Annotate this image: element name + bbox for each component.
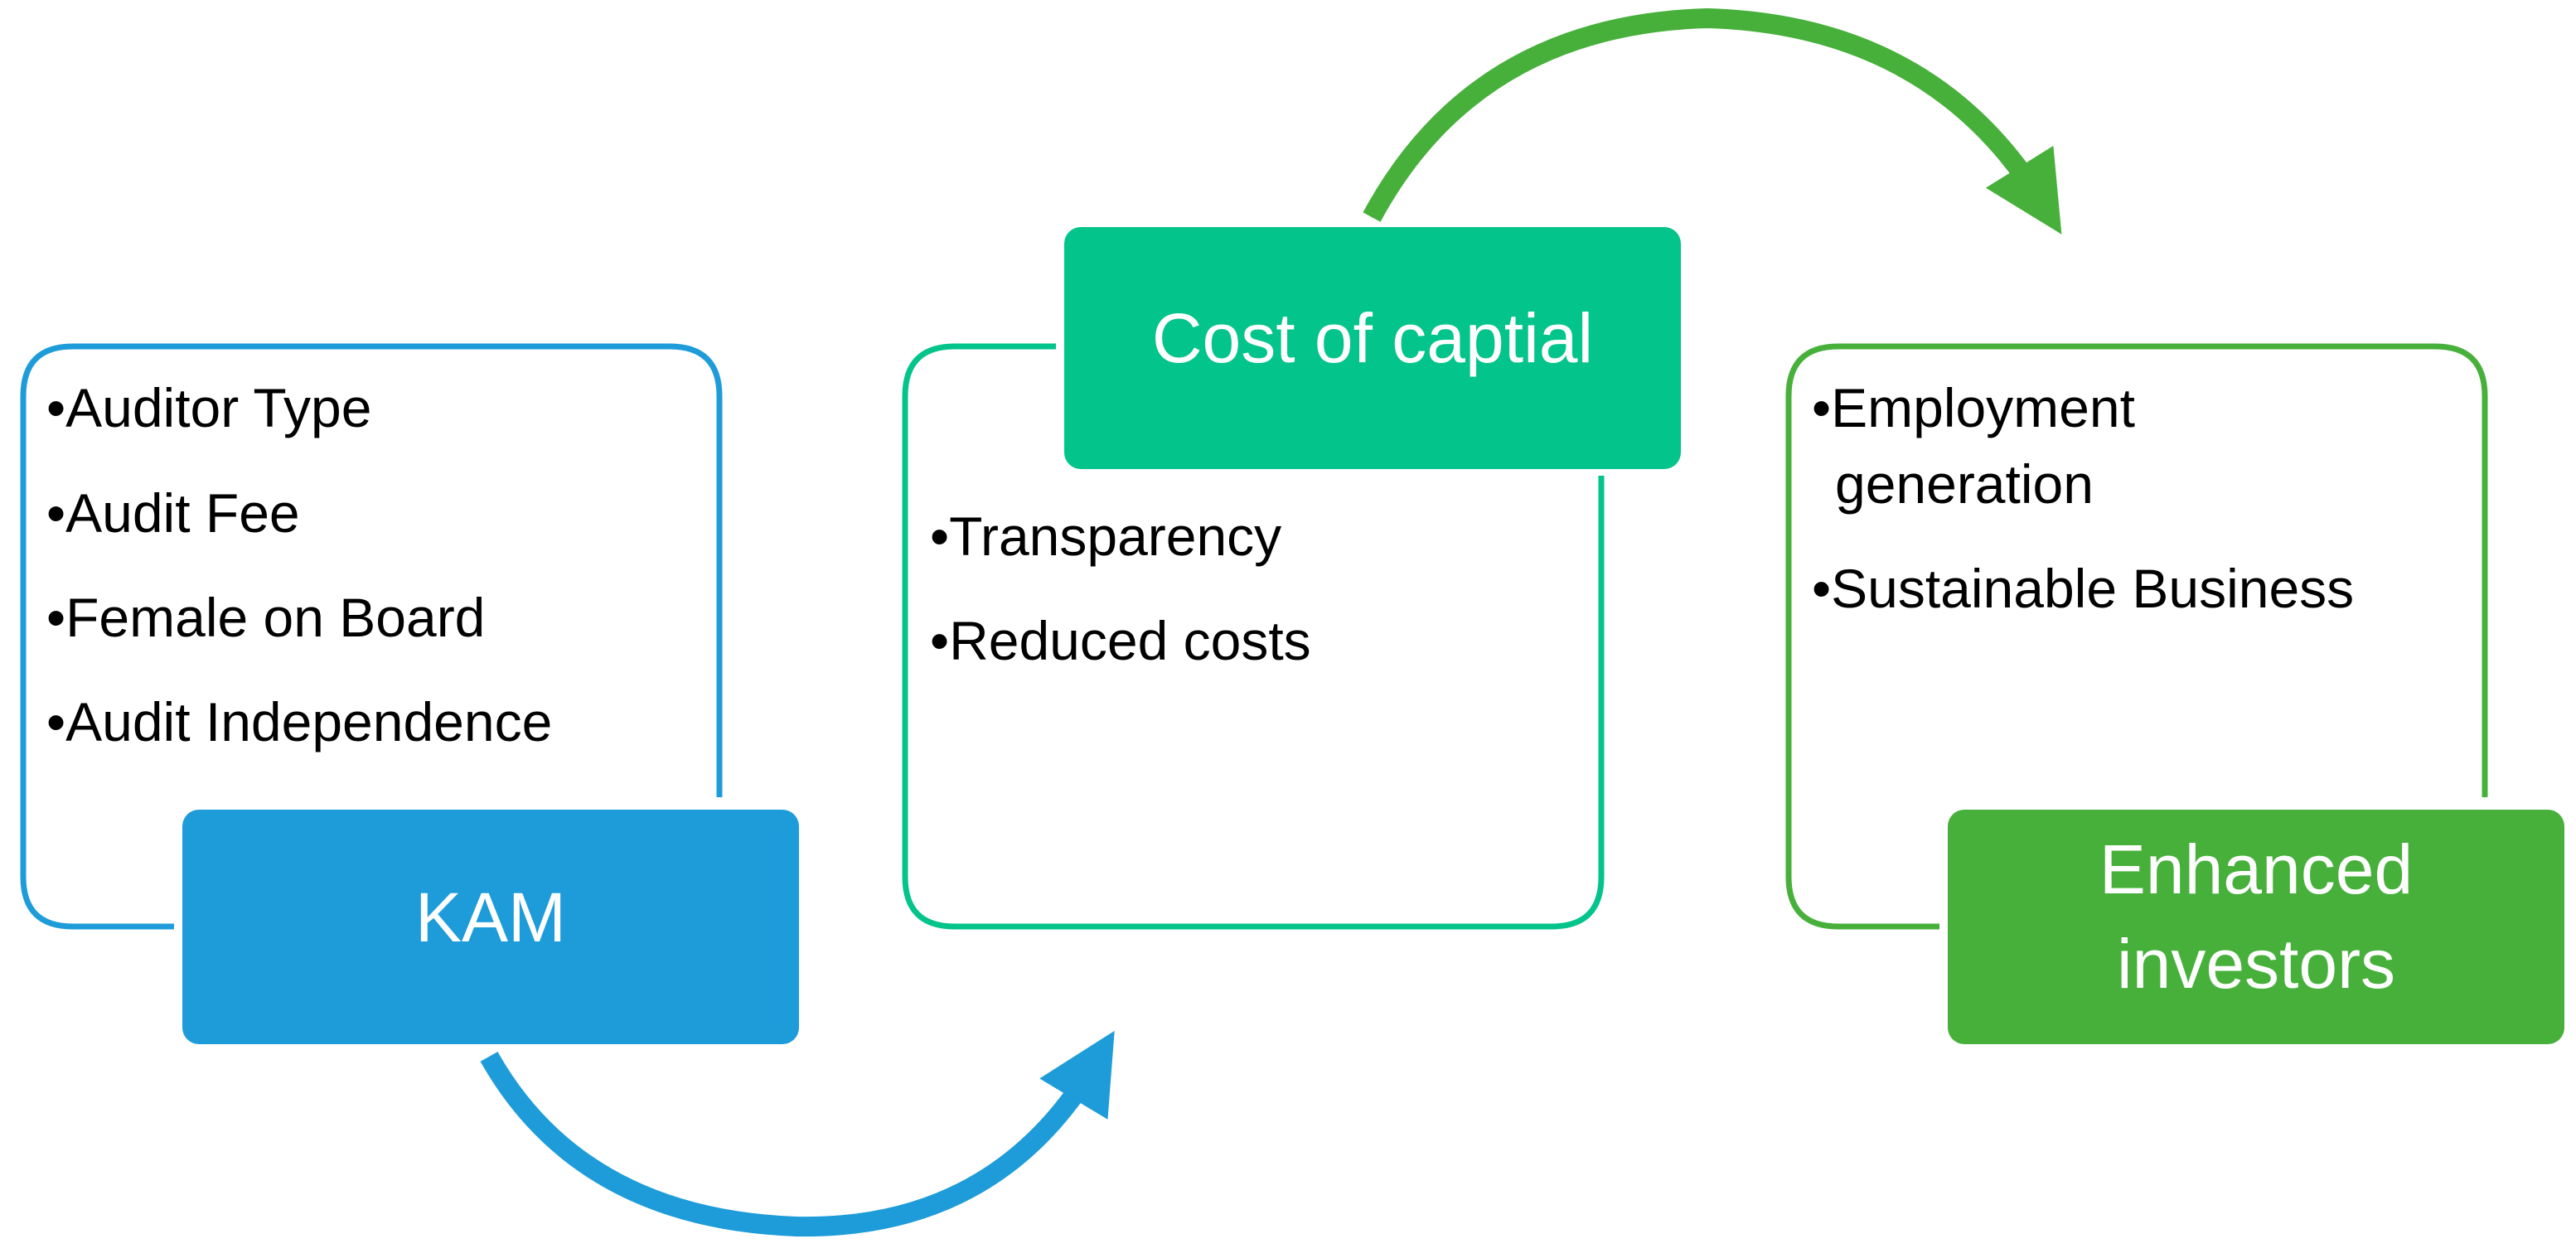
enhanced-tab-box xyxy=(1948,810,2564,1044)
bullet-item: •Female on Board xyxy=(46,587,485,648)
kam-bullet-list: •Auditor Type •Audit Fee •Female on Boar… xyxy=(46,377,552,752)
bullet-item: •Audit Independence xyxy=(46,691,552,752)
kam-tab-label: KAM xyxy=(415,878,566,956)
bullet-item: •Transparency xyxy=(930,506,1281,567)
cost-outline-box xyxy=(902,343,1605,930)
stage-kam: •Auditor Type •Audit Fee •Female on Boar… xyxy=(20,343,799,1044)
bullet-item-continuation: generation xyxy=(1835,453,2094,515)
bullet-item: •Sustainable Business xyxy=(1812,558,2354,619)
enhanced-tab-label-line-2: investors xyxy=(2117,925,2395,1003)
cost-bullet-list: •Transparency •Reduced costs xyxy=(930,506,1311,671)
kam-outline-box xyxy=(20,343,723,930)
connector-arrow-kam-to-cost xyxy=(480,1030,1115,1237)
bullet-line: Employment xyxy=(1831,377,2135,438)
bullet-item: •Employment xyxy=(1812,377,2135,438)
stage-cost-of-capital: •Transparency •Reduced costs Cost of cap… xyxy=(902,227,1681,930)
bullet-item: •Auditor Type xyxy=(46,377,371,438)
enhanced-tab-label-line-1: Enhanced xyxy=(2099,830,2413,908)
stage-enhanced-investors: •Employment generation •Sustainable Busi… xyxy=(1785,343,2564,1044)
kam-tab-box xyxy=(182,810,799,1044)
enhanced-bullet-list: •Employment generation •Sustainable Busi… xyxy=(1812,377,2354,619)
cost-tab-box xyxy=(1064,227,1681,469)
cost-tab-label: Cost of captial xyxy=(1152,299,1593,377)
connector-arrow-cost-to-enhanced xyxy=(1363,7,2062,235)
bullet-item: •Audit Fee xyxy=(46,482,300,544)
enhanced-outline-box xyxy=(1785,343,2488,930)
bullet-item: •Reduced costs xyxy=(930,610,1311,671)
